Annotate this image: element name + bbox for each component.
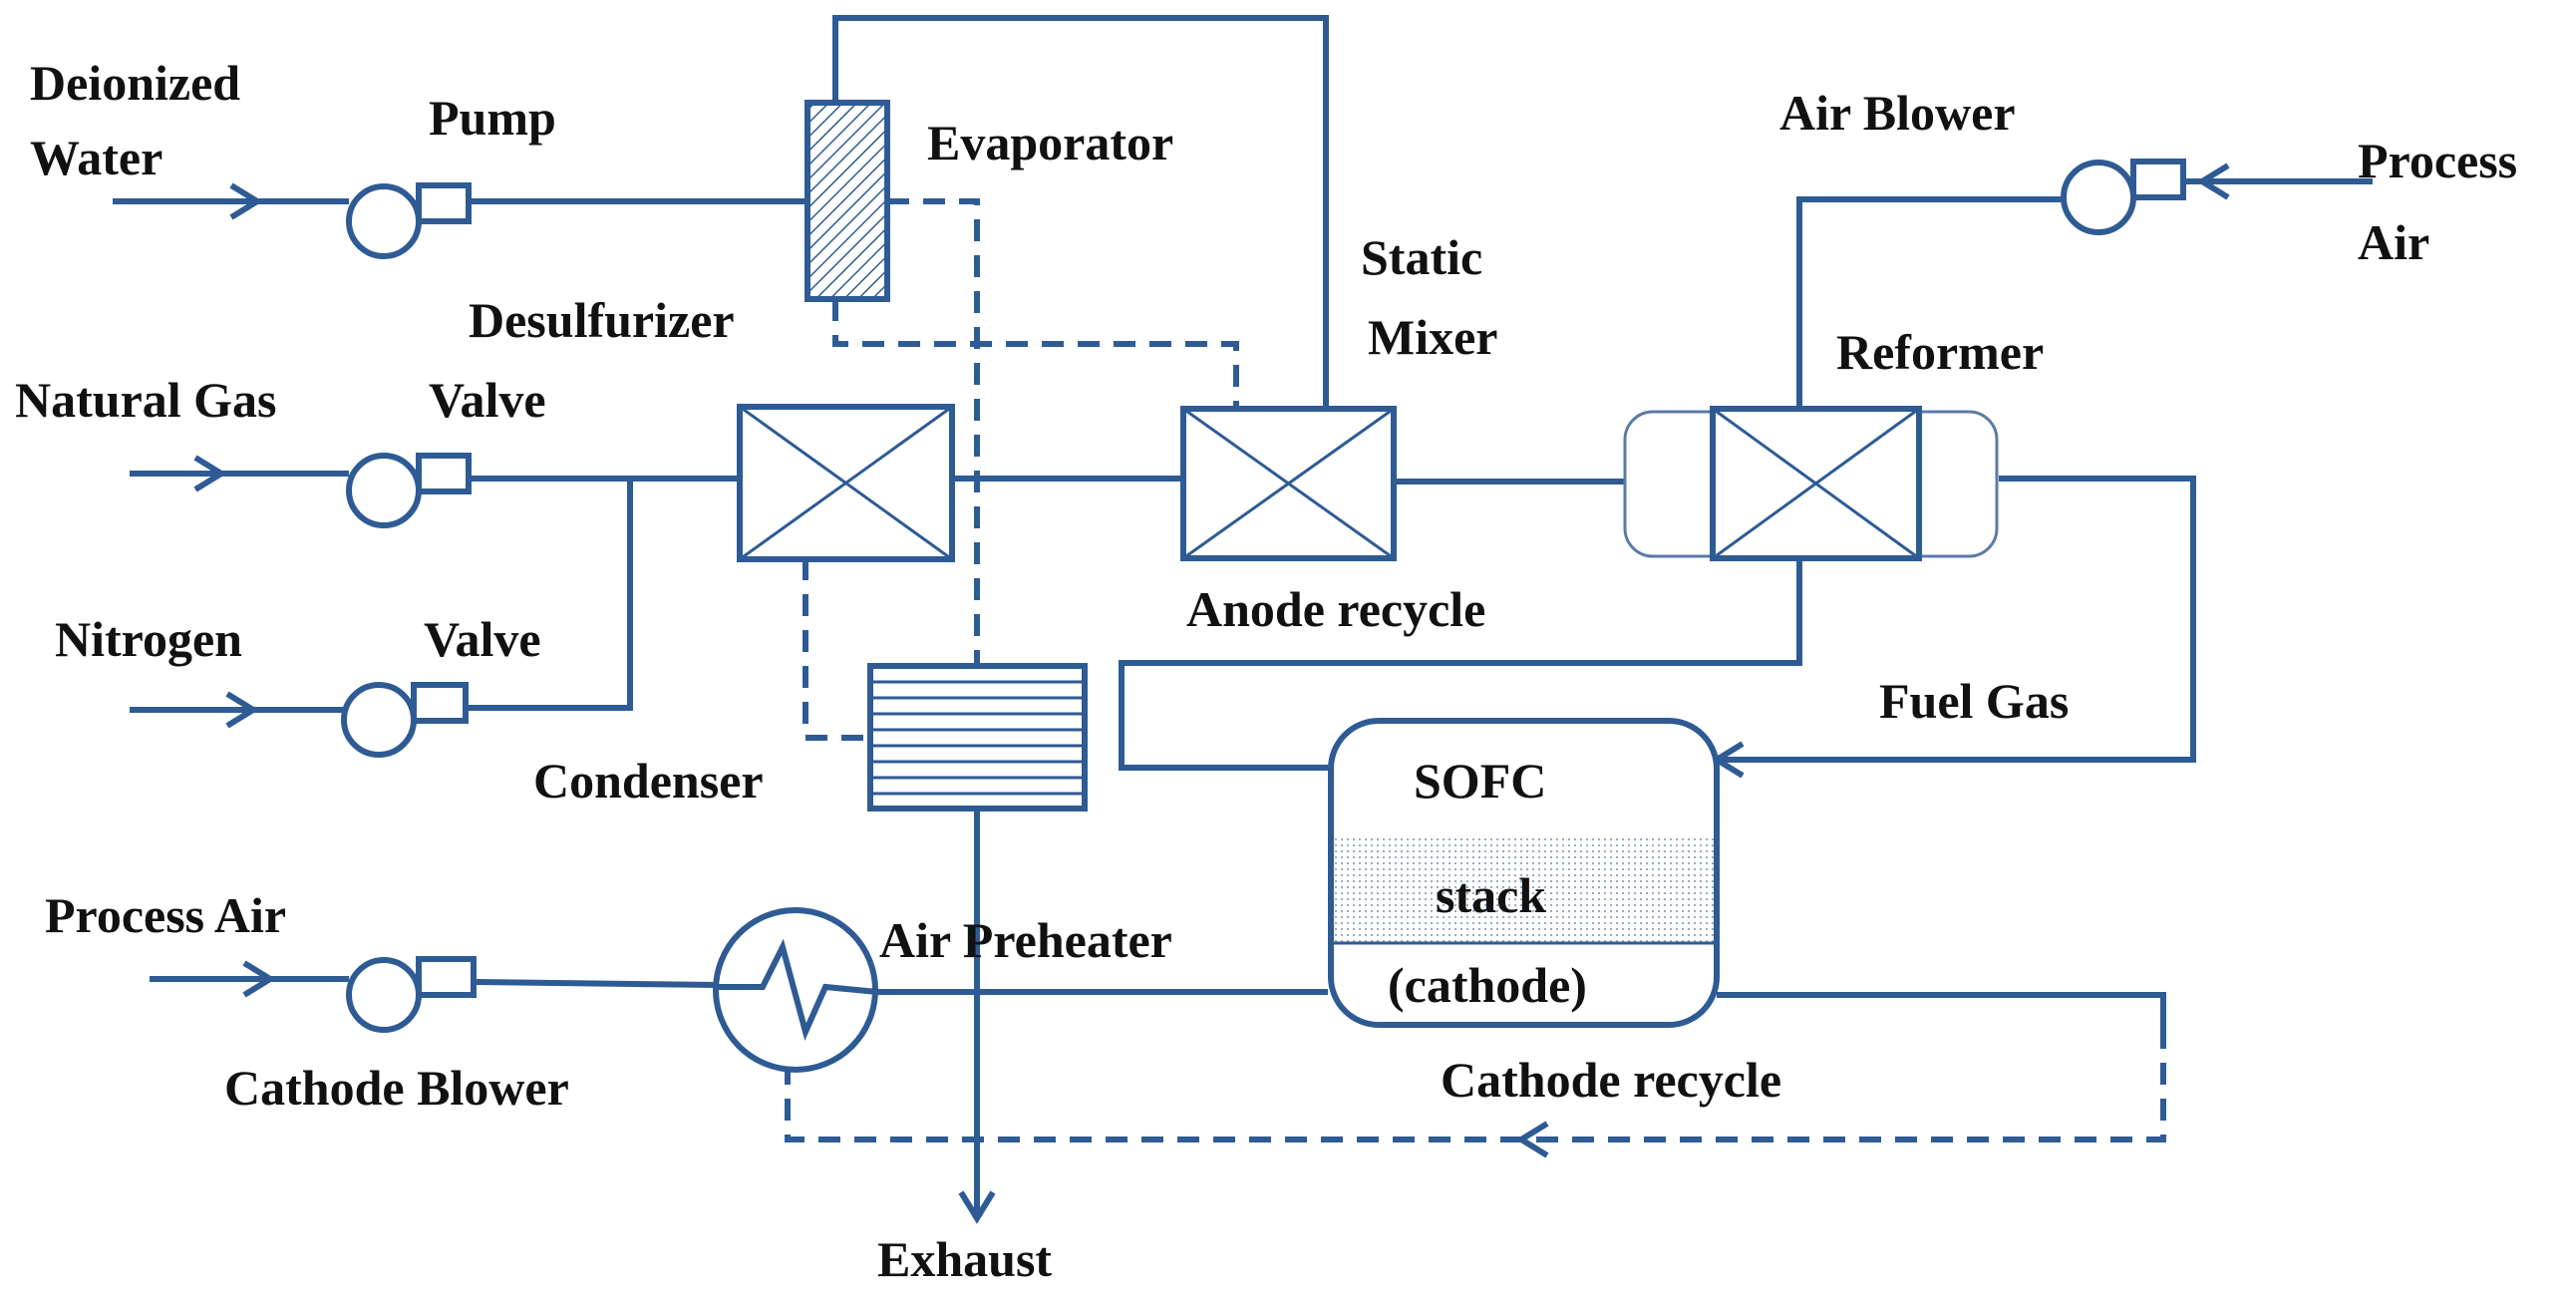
heat-exchanger-icon [713,907,878,1073]
label-fuel-gas: Fuel Gas [1879,673,2069,729]
valve-icon [346,453,472,528]
label-water: Water [30,130,162,185]
arrow-process-air-left [242,960,276,998]
label-air-blower: Air Blower [1779,85,2016,141]
label-cathode-blower: Cathode Blower [224,1060,569,1116]
label-reformer: Reformer [1836,324,2044,380]
label-mixer: Mixer [1368,309,1497,365]
label-cathode: (cathode) [1388,957,1587,1013]
solid-pipes [113,15,2373,1218]
sofc-stack [1328,718,1720,1028]
arrow-nitrogen [225,691,259,729]
arrow-natural-gas [193,455,227,492]
dashed-pipes [785,198,2166,1142]
label-static: Static [1361,229,1482,285]
arrow-cathode-recycle [1515,1121,1549,1158]
label-deionized: Deionized [30,55,240,111]
label-process-air-left: Process Air [45,887,286,943]
pump-icon [346,182,472,259]
label-exhaust: Exhaust [877,1231,1052,1287]
labels: Deionized Water Pump Evaporator Desulfur… [15,55,2517,1287]
cross-box-icon [1623,406,1999,561]
arrow-deionized-water [229,182,263,220]
arrow-process-air-right [2196,162,2230,200]
label-evaporator: Evaporator [927,115,1173,170]
label-condenser: Condenser [533,753,764,809]
label-desulfurizer: Desulfurizer [469,292,735,348]
label-pump: Pump [429,90,556,146]
cross-box-icon [1180,406,1397,561]
valve-icon [341,682,469,758]
label-anode-recycle: Anode recycle [1186,581,1485,637]
blower-icon [2061,159,2186,235]
cross-box-icon [737,404,955,562]
label-sofc: SOFC [1414,753,1546,809]
label-nitrogen: Nitrogen [55,611,242,667]
arrowheads [193,162,2230,1224]
blower-icon [346,956,477,1033]
striped-box-icon [867,663,1088,812]
label-process-air-right-2: Air [2358,214,2429,270]
hatched-column-icon [805,100,890,302]
arrow-exhaust [958,1190,996,1224]
label-valve-1: Valve [429,372,546,428]
label-valve-2: Valve [424,611,541,667]
label-air-preheater: Air Preheater [879,912,1172,968]
label-cathode-recycle: Cathode recycle [1441,1052,1781,1108]
label-process-air-right-1: Process [2358,133,2517,188]
label-natural-gas: Natural Gas [15,372,277,428]
label-stack: stack [1436,867,1546,923]
